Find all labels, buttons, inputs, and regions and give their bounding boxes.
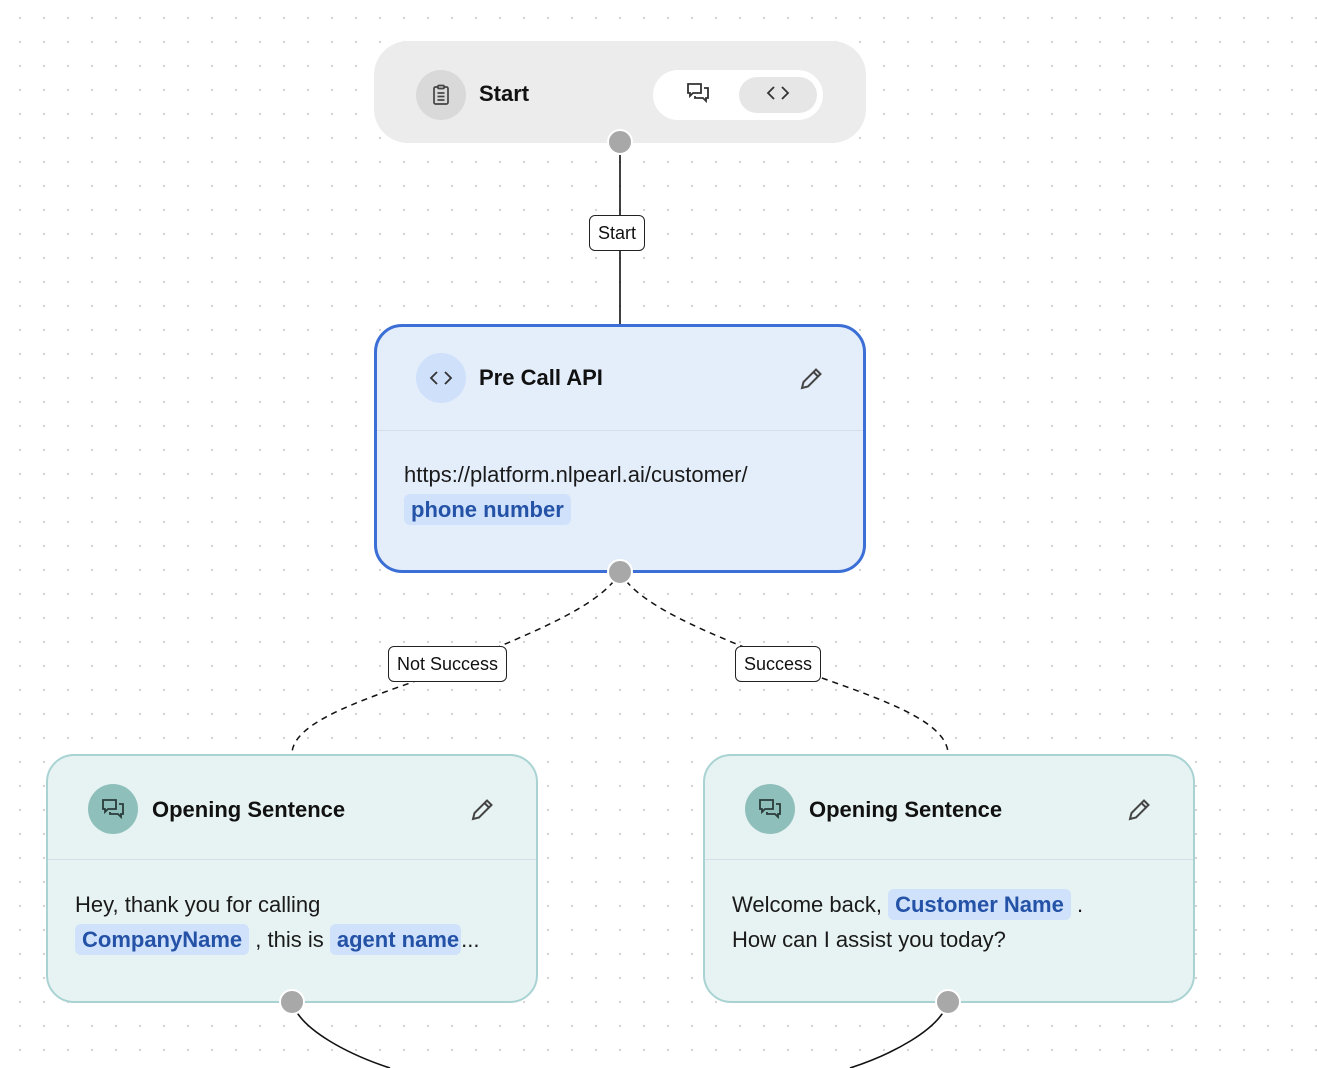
- toggle-code-button[interactable]: [739, 77, 817, 113]
- edge-label-start[interactable]: Start: [589, 215, 646, 251]
- edge-success-out[interactable]: [849, 1001, 949, 1068]
- node-divider: [377, 430, 863, 431]
- opening-sentence-node-success[interactable]: Opening Sentence Welcome back, Customer …: [703, 754, 1195, 1003]
- opening-success-title: Opening Sentence: [809, 797, 1003, 822]
- edge-label-not-success[interactable]: Not Success: [388, 646, 508, 682]
- variable-chip-phone-number[interactable]: phone number: [404, 494, 571, 525]
- opening-sentence-node-fail[interactable]: Opening Sentence Hey, thank you for call…: [46, 754, 538, 1003]
- pencil-icon[interactable]: [468, 796, 496, 824]
- variable-chip-agent-name[interactable]: agent name: [329, 924, 462, 955]
- start-node-title: Start: [479, 81, 530, 106]
- message-text: , this is: [255, 927, 324, 952]
- start-node-output-handle[interactable]: [607, 129, 633, 155]
- pencil-icon[interactable]: [797, 365, 825, 393]
- variable-chip-customer-name[interactable]: Customer Name: [888, 889, 1071, 920]
- api-url-text: https://platform.nlpearl.ai/customer/ ph…: [404, 457, 844, 527]
- chat-bubbles-icon: [685, 81, 711, 110]
- api-node-title: Pre Call API: [479, 365, 603, 390]
- chat-bubbles-icon: [88, 784, 138, 834]
- message-text: Hey, thank you for calling: [75, 892, 321, 917]
- edge-api-not-success[interactable]: [291, 571, 621, 755]
- message-text: .: [1076, 892, 1084, 917]
- pencil-icon[interactable]: [1125, 796, 1153, 824]
- message-text: How can I assist you today?: [732, 927, 1006, 952]
- view-toggle: [653, 70, 823, 120]
- chat-bubbles-icon: [745, 784, 795, 834]
- truncation-ellipsis: ...: [461, 927, 480, 952]
- variable-chip-company-name[interactable]: CompanyName: [75, 924, 250, 955]
- edge-fail-out[interactable]: [291, 1001, 391, 1068]
- code-brackets-icon: [416, 353, 466, 403]
- edge-label-success[interactable]: Success: [735, 646, 822, 682]
- opening-fail-title: Opening Sentence: [152, 797, 346, 822]
- start-node[interactable]: Start: [374, 41, 866, 143]
- node-divider: [705, 859, 1193, 860]
- opening-success-output-handle[interactable]: [935, 989, 961, 1015]
- opening-fail-output-handle[interactable]: [279, 989, 305, 1015]
- message-text: Welcome back,: [732, 892, 882, 917]
- node-divider: [48, 859, 536, 860]
- opening-fail-message: Hey, thank you for calling CompanyName ,…: [75, 887, 515, 957]
- toggle-chat-button[interactable]: [659, 77, 737, 113]
- opening-success-message: Welcome back, Customer Name . How can I …: [732, 887, 1172, 957]
- clipboard-icon: [416, 70, 466, 120]
- api-node-output-handle[interactable]: [607, 559, 633, 585]
- pre-call-api-node[interactable]: Pre Call API https://platform.nlpearl.ai…: [374, 324, 866, 573]
- api-url: https://platform.nlpearl.ai/customer/: [404, 462, 748, 487]
- code-brackets-icon: [765, 83, 791, 108]
